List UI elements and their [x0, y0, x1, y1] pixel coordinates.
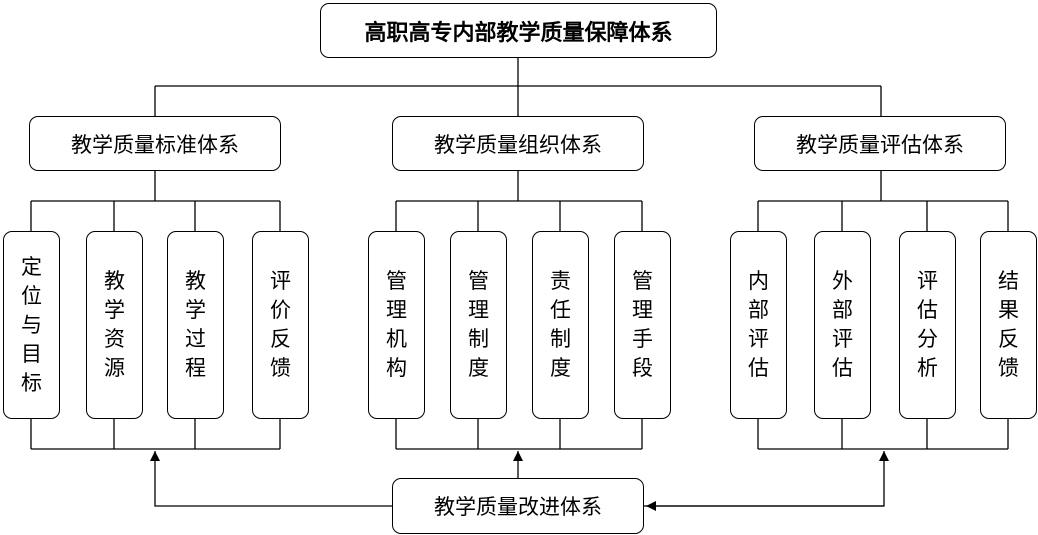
organization-item-management-rules: 管理制度: [450, 231, 507, 419]
standard-item-evaluation-feedback: 评价反馈: [252, 231, 309, 419]
organization-item-responsibility-system: 责任制度: [532, 231, 589, 419]
root-title-box: 高职高专内部教学质量保障体系: [320, 3, 717, 58]
evaluation-item-result-feedback: 结果反馈: [980, 231, 1037, 419]
standard-item-teaching-process: 教学过程: [167, 231, 224, 419]
standard-item-teaching-resources: 教学资源: [86, 231, 143, 419]
evaluation-item-analysis: 评估分析: [899, 231, 956, 419]
evaluation-item-external: 外部评估: [814, 231, 871, 419]
standard-system-box: 教学质量标准体系: [29, 116, 281, 171]
improvement-system-box: 教学质量改进体系: [392, 478, 644, 534]
evaluation-system-box: 教学质量评估体系: [754, 116, 1006, 171]
evaluation-item-internal: 内部评估: [730, 231, 787, 419]
organization-item-management-means: 管理手段: [614, 231, 671, 419]
organization-system-box: 教学质量组织体系: [392, 116, 644, 171]
standard-item-positioning-goals: 定位与目标: [3, 231, 60, 419]
organization-item-management-body: 管理机构: [368, 231, 425, 419]
